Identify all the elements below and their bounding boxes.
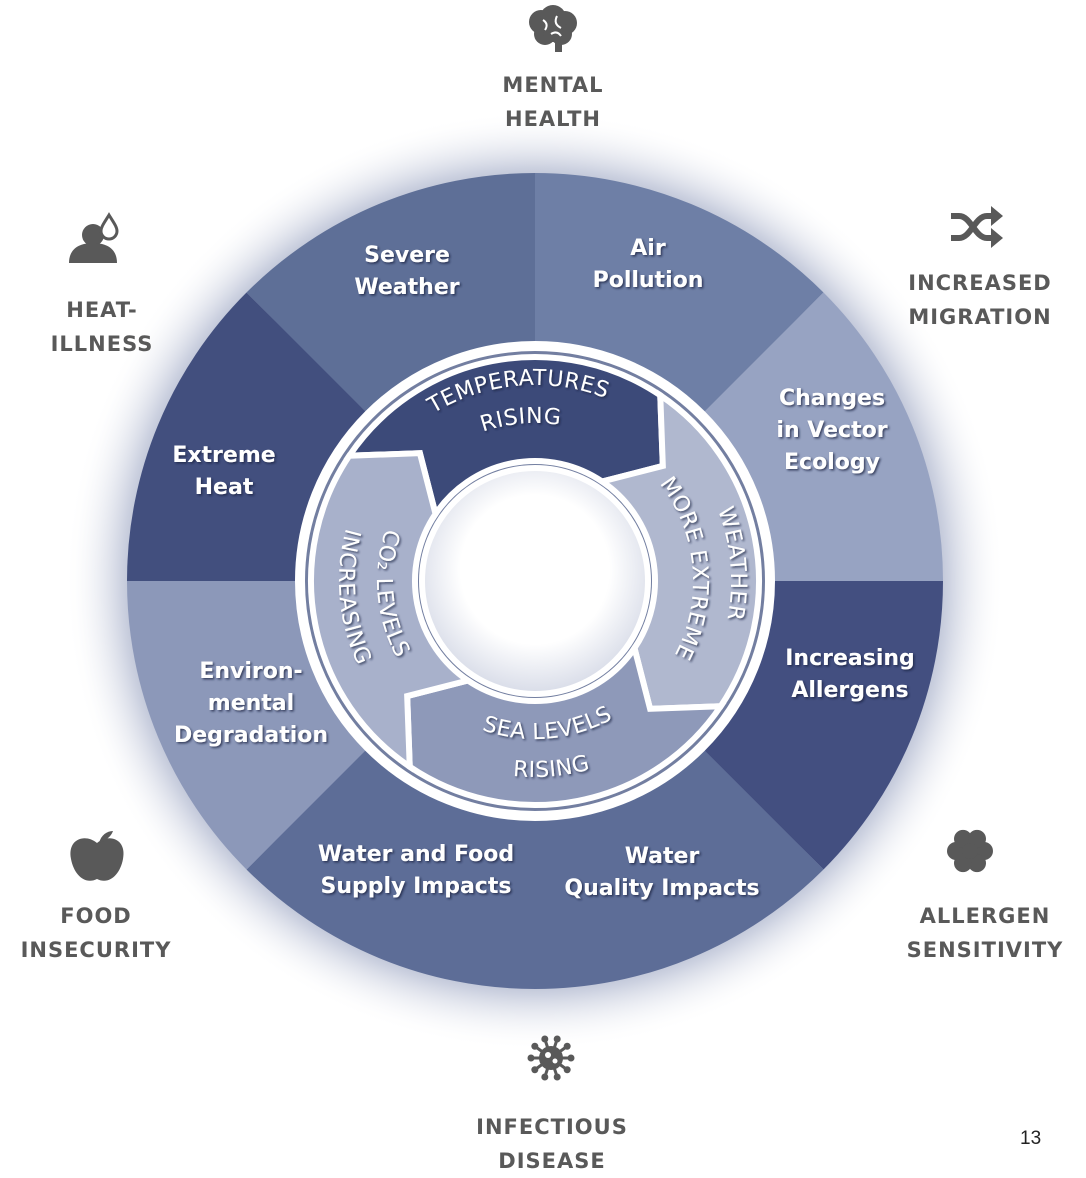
flower-icon	[947, 829, 993, 873]
impact-label-line: MENTAL	[502, 73, 604, 97]
impact-label-line: INSECURITY	[20, 938, 172, 962]
impact-label-allergen-sensitivity: ALLERGEN SENSITIVITY	[885, 899, 1085, 967]
impact-label-line: MIGRATION	[908, 305, 1052, 329]
shuffle-arrows-icon	[951, 206, 1003, 248]
impact-label-line: INCREASED	[908, 271, 1052, 295]
impact-label-line: INFECTIOUS	[476, 1115, 628, 1139]
impact-label-mental-health: MENTAL HEALTH	[453, 68, 653, 136]
center-circle	[419, 465, 651, 697]
page-number: 13	[1020, 1128, 1042, 1149]
virus-icon	[527, 1035, 575, 1081]
ring-inner-border	[295, 341, 775, 821]
apple-icon	[70, 831, 124, 881]
impact-label-increased-migration: INCREASED MIGRATION	[880, 266, 1080, 334]
outer-impact-icons	[69, 5, 1003, 1081]
impact-label-line: SENSITIVITY	[906, 938, 1064, 962]
brain-icon	[529, 5, 577, 52]
impact-label-line: ALLERGEN	[919, 904, 1051, 928]
impact-label-line: ILLNESS	[50, 332, 154, 356]
driver-arrow-more-extreme-weather	[594, 389, 762, 712]
impact-label-heat-illness: HEAT- ILLNESS	[2, 293, 202, 361]
impact-label-line: HEALTH	[505, 107, 601, 131]
impact-label-line: DISEASE	[498, 1149, 606, 1173]
person-sweat-icon	[69, 212, 119, 263]
driver-arrow-rising-sea-levels	[404, 640, 727, 808]
impact-label-infectious-disease: INFECTIOUS DISEASE	[452, 1110, 652, 1178]
driver-arrow-increasing-co2	[308, 450, 476, 773]
impact-label-line: FOOD	[60, 904, 132, 928]
impact-label-line: HEAT-	[66, 298, 138, 322]
impact-label-food-insecurity: FOOD INSECURITY	[0, 899, 196, 967]
